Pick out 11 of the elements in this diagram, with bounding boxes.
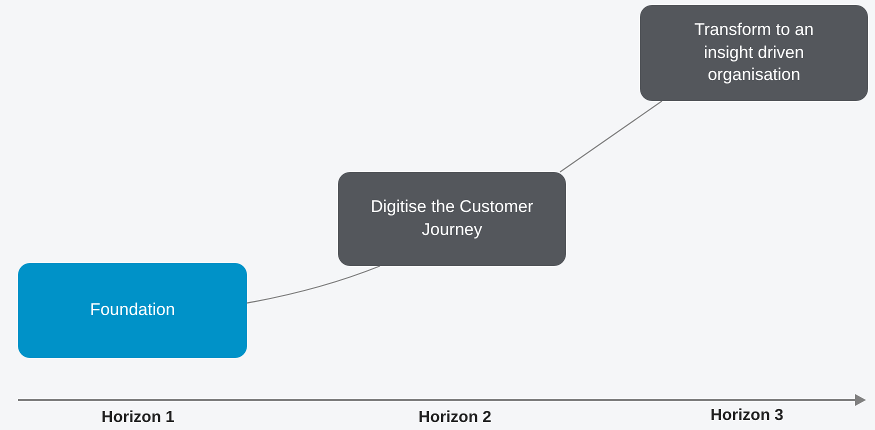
stage-label: Foundation	[90, 299, 176, 322]
stage-box	[640, 5, 868, 101]
axis-label: Horizon 3	[710, 407, 784, 425]
stage-label: Digitise the Customer Journey	[370, 196, 534, 241]
axis-label: Horizon 2	[418, 409, 492, 427]
stage-label: Transform to an insight driven organisation	[693, 18, 815, 86]
stage-box	[18, 263, 247, 358]
axis-label: Horizon 1	[102, 409, 174, 427]
connector-line	[560, 100, 662, 172]
connector-line	[246, 265, 380, 304]
stage-box	[338, 172, 566, 266]
